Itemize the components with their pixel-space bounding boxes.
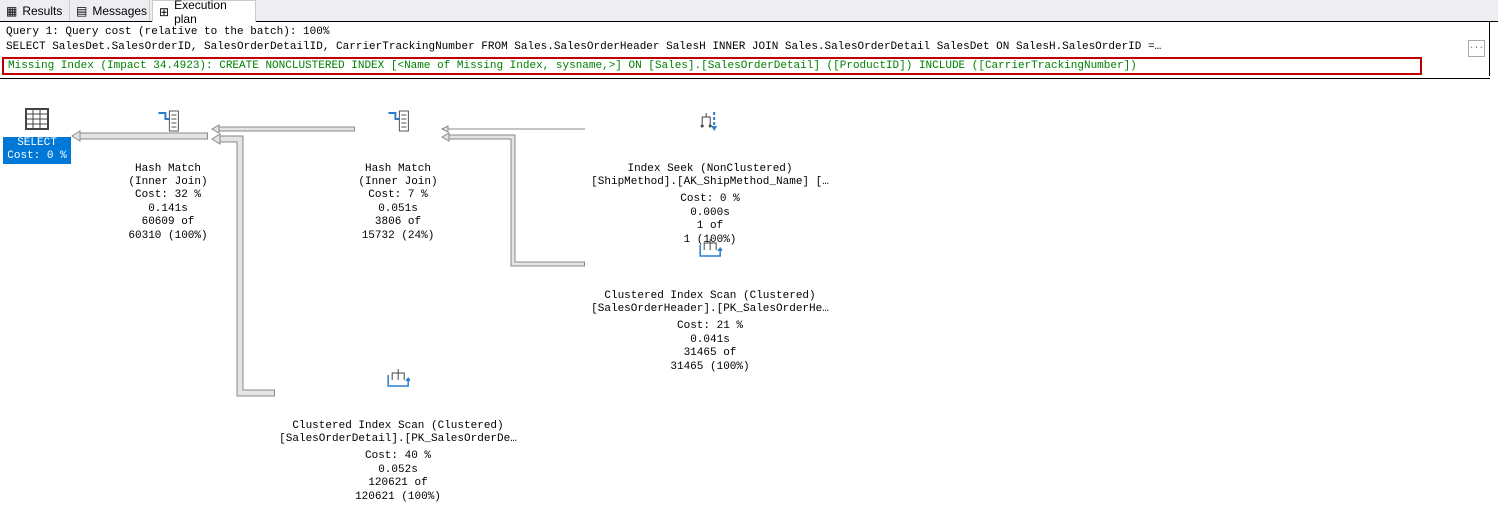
tab-messages[interactable]: ▤Messages — [70, 0, 150, 21]
arrow-scan-detail-to-hash1 — [211, 133, 275, 397]
missing-index-hint[interactable]: Missing Index (Impact 34.4923): CREATE N… — [2, 57, 1422, 75]
divider — [0, 78, 1490, 79]
arrow-seek-to-hash2 — [440, 125, 585, 133]
tab-execution-plan[interactable]: ⊞Execution plan — [152, 0, 256, 26]
hash-match-icon — [158, 110, 179, 132]
divider — [1489, 22, 1490, 76]
index-seek-icon — [700, 111, 717, 131]
grid-icon: ▦ — [6, 3, 18, 18]
query-sql: SELECT SalesDet.SalesOrderID, SalesOrder… — [6, 41, 1162, 53]
query-cost: Query 1: Query cost (relative to the bat… — [6, 26, 330, 38]
select-table-icon — [25, 108, 49, 130]
clustered-index-scan-icon — [387, 368, 410, 387]
messages-icon: ▤ — [76, 3, 88, 18]
hash-match-icon — [388, 110, 409, 132]
plan-icon: ⊞ — [159, 4, 170, 19]
tab-results[interactable]: ▦Results — [0, 0, 70, 21]
plan-arrows — [71, 124, 585, 397]
more-button[interactable]: ... — [1468, 40, 1485, 57]
arrow-hash2-to-hash1 — [210, 124, 355, 134]
plan-node-clustered-index-scan-detail[interactable]: Clustered Index Scan (Clustered)[SalesOr… — [279, 340, 517, 517]
result-tabs: ▦Results ▤Messages ⊞Execution plan — [0, 0, 1498, 26]
plan-node-clustered-index-scan-header[interactable]: Clustered Index Scan (Clustered)[SalesOr… — [591, 210, 829, 387]
arrow-scan-header-to-hash2 — [440, 132, 585, 267]
arrow-hash1-to-select — [71, 130, 208, 142]
clustered-index-scan-icon — [699, 238, 722, 257]
